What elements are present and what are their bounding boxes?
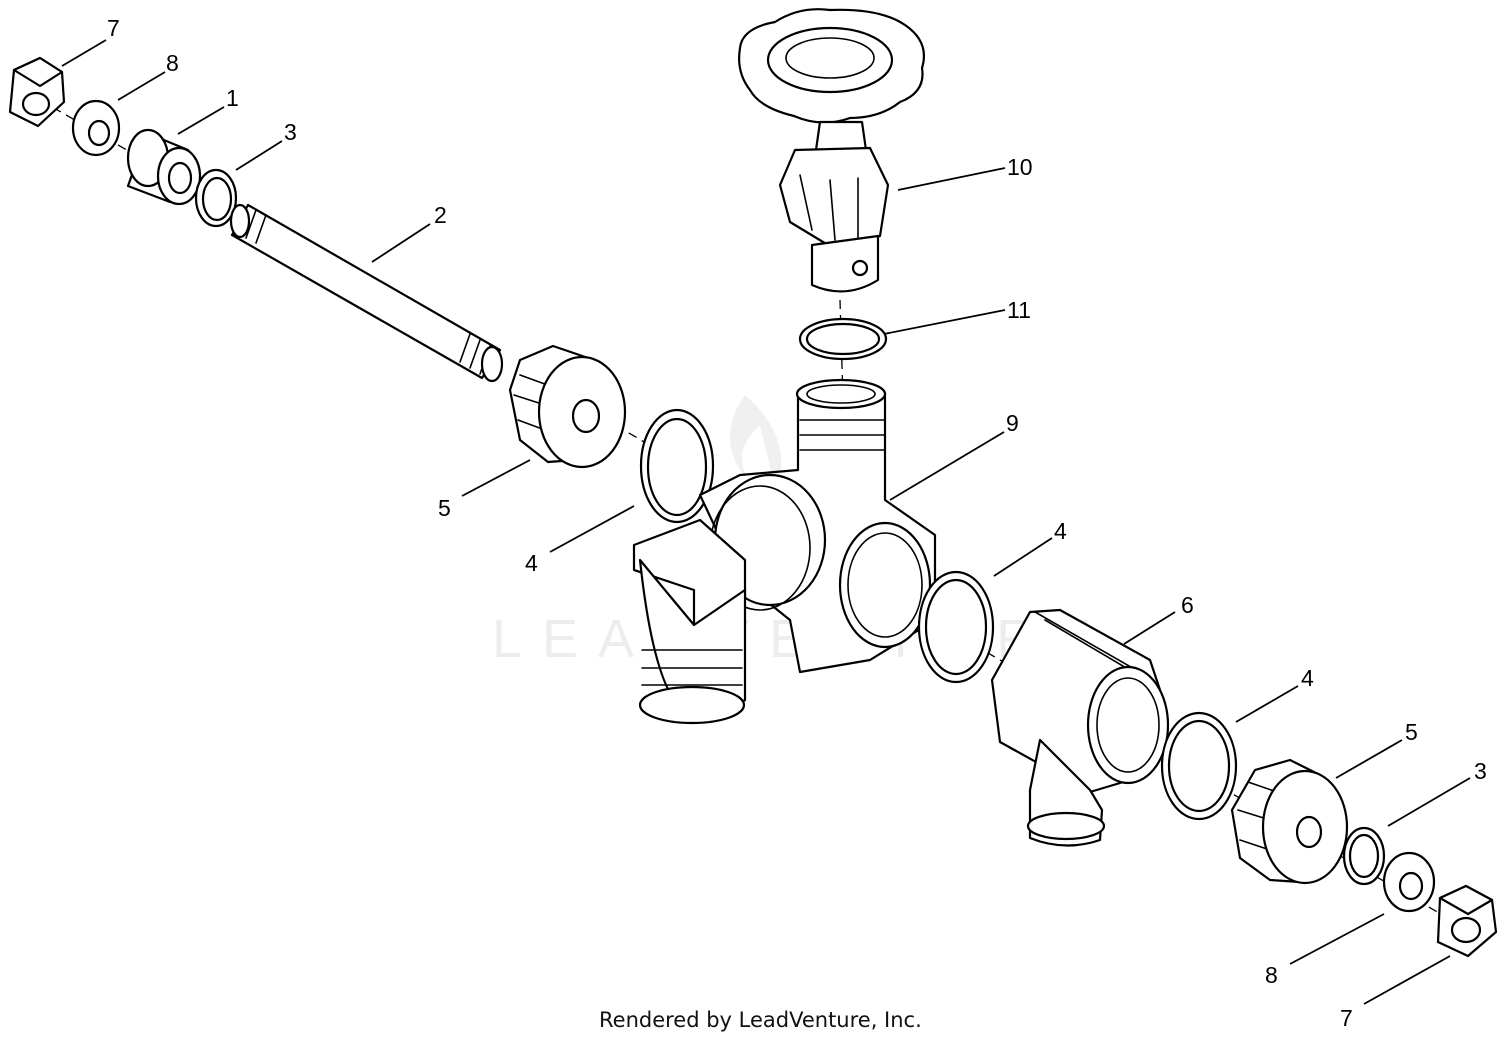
elbow-fitting-6 — [990, 608, 1170, 847]
callout-9: 9 — [1006, 410, 1019, 436]
callout-5-left: 5 — [438, 495, 451, 521]
nut-7-right — [1436, 884, 1498, 958]
callout-11: 11 — [1007, 297, 1031, 323]
o-ring-4-left — [639, 408, 715, 524]
washer-8-right — [1382, 851, 1436, 913]
callout-10: 10 — [1007, 154, 1033, 180]
valve-stem-10 — [738, 8, 926, 293]
callout-3-right: 3 — [1474, 758, 1487, 784]
callout-7-top: 7 — [107, 15, 120, 41]
o-ring-4-center — [917, 570, 995, 684]
callout-2: 2 — [434, 202, 447, 228]
callout-5-right: 5 — [1405, 719, 1418, 745]
leader-lines — [61, 39, 1471, 1005]
callout-labels: 7 8 1 3 2 10 11 9 5 4 4 6 4 5 3 8 7 — [107, 15, 1487, 1031]
sleeve-1 — [126, 128, 202, 206]
o-ring-3-left — [194, 168, 238, 228]
callout-1: 1 — [226, 85, 239, 111]
callout-8-top: 8 — [166, 50, 179, 76]
valve-body-9 — [632, 378, 937, 725]
callout-4-left: 4 — [525, 550, 538, 576]
callout-4-right: 4 — [1301, 665, 1314, 691]
end-cap-5-right — [1230, 758, 1349, 885]
callout-7-bottom: 7 — [1340, 1005, 1353, 1031]
callout-4-center: 4 — [1054, 518, 1067, 544]
callout-3-top: 3 — [284, 119, 297, 145]
o-ring-3-right — [1342, 826, 1386, 886]
o-ring-11 — [798, 317, 888, 361]
shaft-2 — [229, 203, 504, 383]
render-credit: Rendered by LeadVenture, Inc. — [599, 1008, 922, 1032]
washer-8-left — [71, 99, 121, 157]
nut-7-left — [8, 56, 66, 128]
end-cap-5-left — [508, 344, 627, 469]
o-ring-4-right — [1160, 711, 1238, 821]
callout-6: 6 — [1181, 592, 1194, 618]
callout-8-bottom: 8 — [1265, 962, 1278, 988]
